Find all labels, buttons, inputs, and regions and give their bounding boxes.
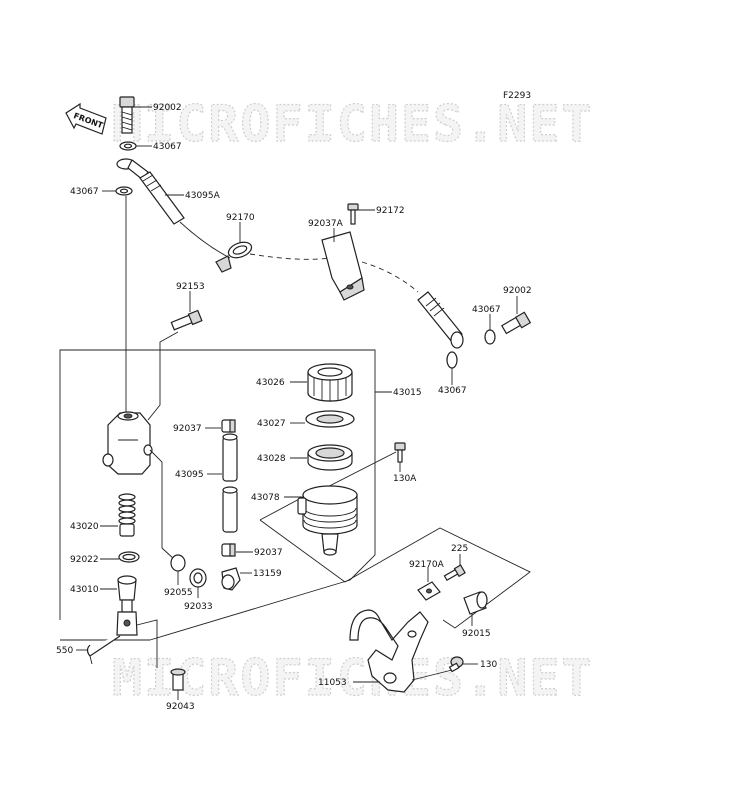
master-cylinder-body bbox=[102, 411, 153, 475]
reservoir-body-43078 bbox=[297, 485, 358, 556]
label-130: 130 bbox=[480, 660, 497, 670]
clamp-92037-bottom bbox=[221, 543, 236, 557]
label-43095: 43095 bbox=[175, 470, 204, 480]
label-550: 550 bbox=[56, 646, 73, 656]
front-arrow-icon: FRONT bbox=[65, 102, 107, 135]
fitting-13159 bbox=[221, 567, 241, 591]
bracket-11053 bbox=[349, 609, 429, 693]
label-92015: 92015 bbox=[462, 629, 491, 639]
spring-43020 bbox=[118, 493, 136, 537]
label-92170: 92170 bbox=[226, 213, 255, 223]
watermark-top: MICROFICHES.NET bbox=[112, 95, 594, 153]
bracket-92170a bbox=[417, 581, 441, 601]
label-92043: 92043 bbox=[166, 702, 195, 712]
clamp-92037-top bbox=[221, 419, 236, 433]
label-92033: 92033 bbox=[184, 602, 213, 612]
hose-end-right bbox=[417, 291, 464, 349]
label-43067-a: 43067 bbox=[153, 142, 182, 152]
hose-43095 bbox=[222, 433, 238, 533]
collar-92015 bbox=[463, 591, 488, 615]
label-92002-right: 92002 bbox=[503, 286, 532, 296]
label-92037-bottom: 92037 bbox=[254, 548, 283, 558]
label-43067-b: 43067 bbox=[70, 187, 99, 197]
o-ring-92055 bbox=[170, 554, 186, 572]
label-92037a: 92037A bbox=[308, 219, 344, 229]
label-92153: 92153 bbox=[176, 282, 205, 292]
hose-guide-92037a bbox=[321, 231, 365, 301]
label-43020: 43020 bbox=[70, 522, 99, 532]
label-43010: 43010 bbox=[70, 585, 99, 595]
bolt-225 bbox=[443, 564, 466, 582]
label-92170a: 92170A bbox=[409, 560, 445, 570]
label-43078: 43078 bbox=[251, 493, 280, 503]
banjo-bolt-top bbox=[119, 96, 135, 134]
hose-clamp-92170 bbox=[215, 241, 253, 273]
label-43028: 43028 bbox=[257, 454, 286, 464]
label-225: 225 bbox=[451, 544, 468, 554]
watermark-bottom: MICROFICHES.NET bbox=[112, 649, 594, 707]
reservoir-frame bbox=[59, 349, 392, 641]
plate-43027 bbox=[305, 410, 355, 428]
figure-code: F2293 bbox=[503, 91, 531, 101]
cotter-pin-550 bbox=[86, 635, 121, 665]
bracket-frame bbox=[149, 496, 531, 641]
label-43015: 43015 bbox=[393, 388, 422, 398]
label-92037-top: 92037 bbox=[173, 424, 202, 434]
diaphragm-43028 bbox=[307, 444, 353, 471]
label-92022: 92022 bbox=[70, 555, 99, 565]
push-rod-43010 bbox=[116, 575, 138, 636]
label-92002-top: 92002 bbox=[153, 103, 182, 113]
label-43095a: 43095A bbox=[185, 191, 221, 201]
washer-43067-d bbox=[446, 351, 458, 369]
label-43026: 43026 bbox=[256, 378, 285, 388]
label-43067-c: 43067 bbox=[472, 305, 501, 315]
label-11053: 11053 bbox=[318, 678, 347, 688]
label-92055: 92055 bbox=[164, 588, 193, 598]
label-92172: 92172 bbox=[376, 206, 405, 216]
brake-hose-43095a bbox=[139, 171, 231, 259]
pin-92043 bbox=[170, 668, 186, 691]
label-130a: 130A bbox=[393, 474, 417, 484]
screw-130a bbox=[394, 442, 406, 463]
label-43067-d: 43067 bbox=[438, 386, 467, 396]
label-43027: 43027 bbox=[257, 419, 286, 429]
washer-43067-c bbox=[484, 329, 496, 345]
label-13159: 13159 bbox=[253, 569, 282, 579]
bolt-92153 bbox=[170, 309, 203, 331]
banjo-bolt-right bbox=[501, 311, 532, 335]
screw-92172 bbox=[347, 203, 359, 225]
screw-130 bbox=[448, 656, 464, 673]
reservoir-cap-43026 bbox=[307, 363, 353, 402]
